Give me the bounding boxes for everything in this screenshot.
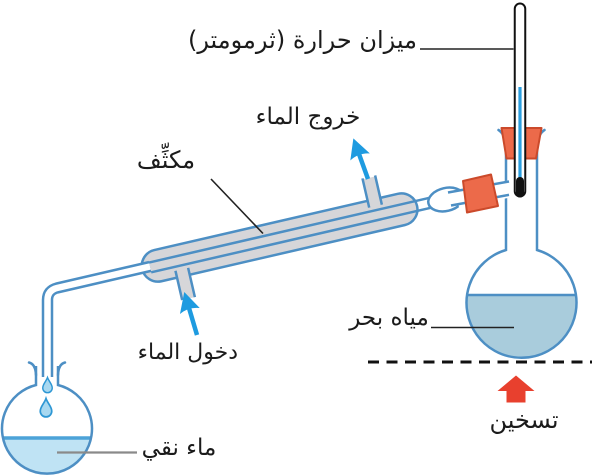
- delivery-tube-outer: [41, 260, 152, 377]
- outlet-stub-walls: [361, 175, 384, 208]
- boiling-flask-outline: [465, 144, 578, 359]
- outlet-stub-body: [362, 176, 383, 210]
- receiving-flask-outline: [0, 366, 94, 475]
- flask-lip-left: [27, 361, 38, 377]
- sea-water-label: مياه بحر: [349, 305, 429, 331]
- water-out-arrow-icon: [350, 138, 371, 180]
- water-in-arrow-icon: [179, 292, 200, 336]
- boiling-flask: [465, 128, 578, 359]
- droplet-shape: [42, 375, 53, 394]
- thermometer-label: ميزان حرارة (ثرمومتر): [187, 26, 417, 54]
- delivery-tube: [41, 260, 152, 377]
- water-out-label: خروج الماء: [255, 104, 361, 130]
- pure-water-label: ماء نقي: [141, 435, 217, 461]
- droplet: [42, 375, 53, 394]
- sea-water-fill: [466, 295, 576, 359]
- side-cork: [462, 173, 499, 214]
- inlet-stub-body: [175, 265, 195, 301]
- condenser-leader-line: [210, 178, 264, 235]
- condenser-group: [140, 175, 442, 301]
- pure-water-fill: [2, 438, 92, 475]
- delivery-tube-inner: [44, 263, 151, 377]
- water-in-label: دخول الماء: [137, 340, 238, 365]
- thermometer: [513, 2, 527, 198]
- inner-tube-in-jacket: [148, 194, 442, 274]
- water-outlet-stub: [361, 175, 384, 210]
- thermometer-bulb: [516, 177, 524, 198]
- droplet: [39, 395, 53, 418]
- droplet-shape: [39, 395, 53, 418]
- receiving-flask: [0, 361, 94, 475]
- heating-label: تسخين: [489, 406, 559, 434]
- condenser-label: مكثِّف: [136, 146, 196, 174]
- flask-lip-right: [56, 361, 67, 377]
- heat-arrow-icon: [497, 375, 535, 403]
